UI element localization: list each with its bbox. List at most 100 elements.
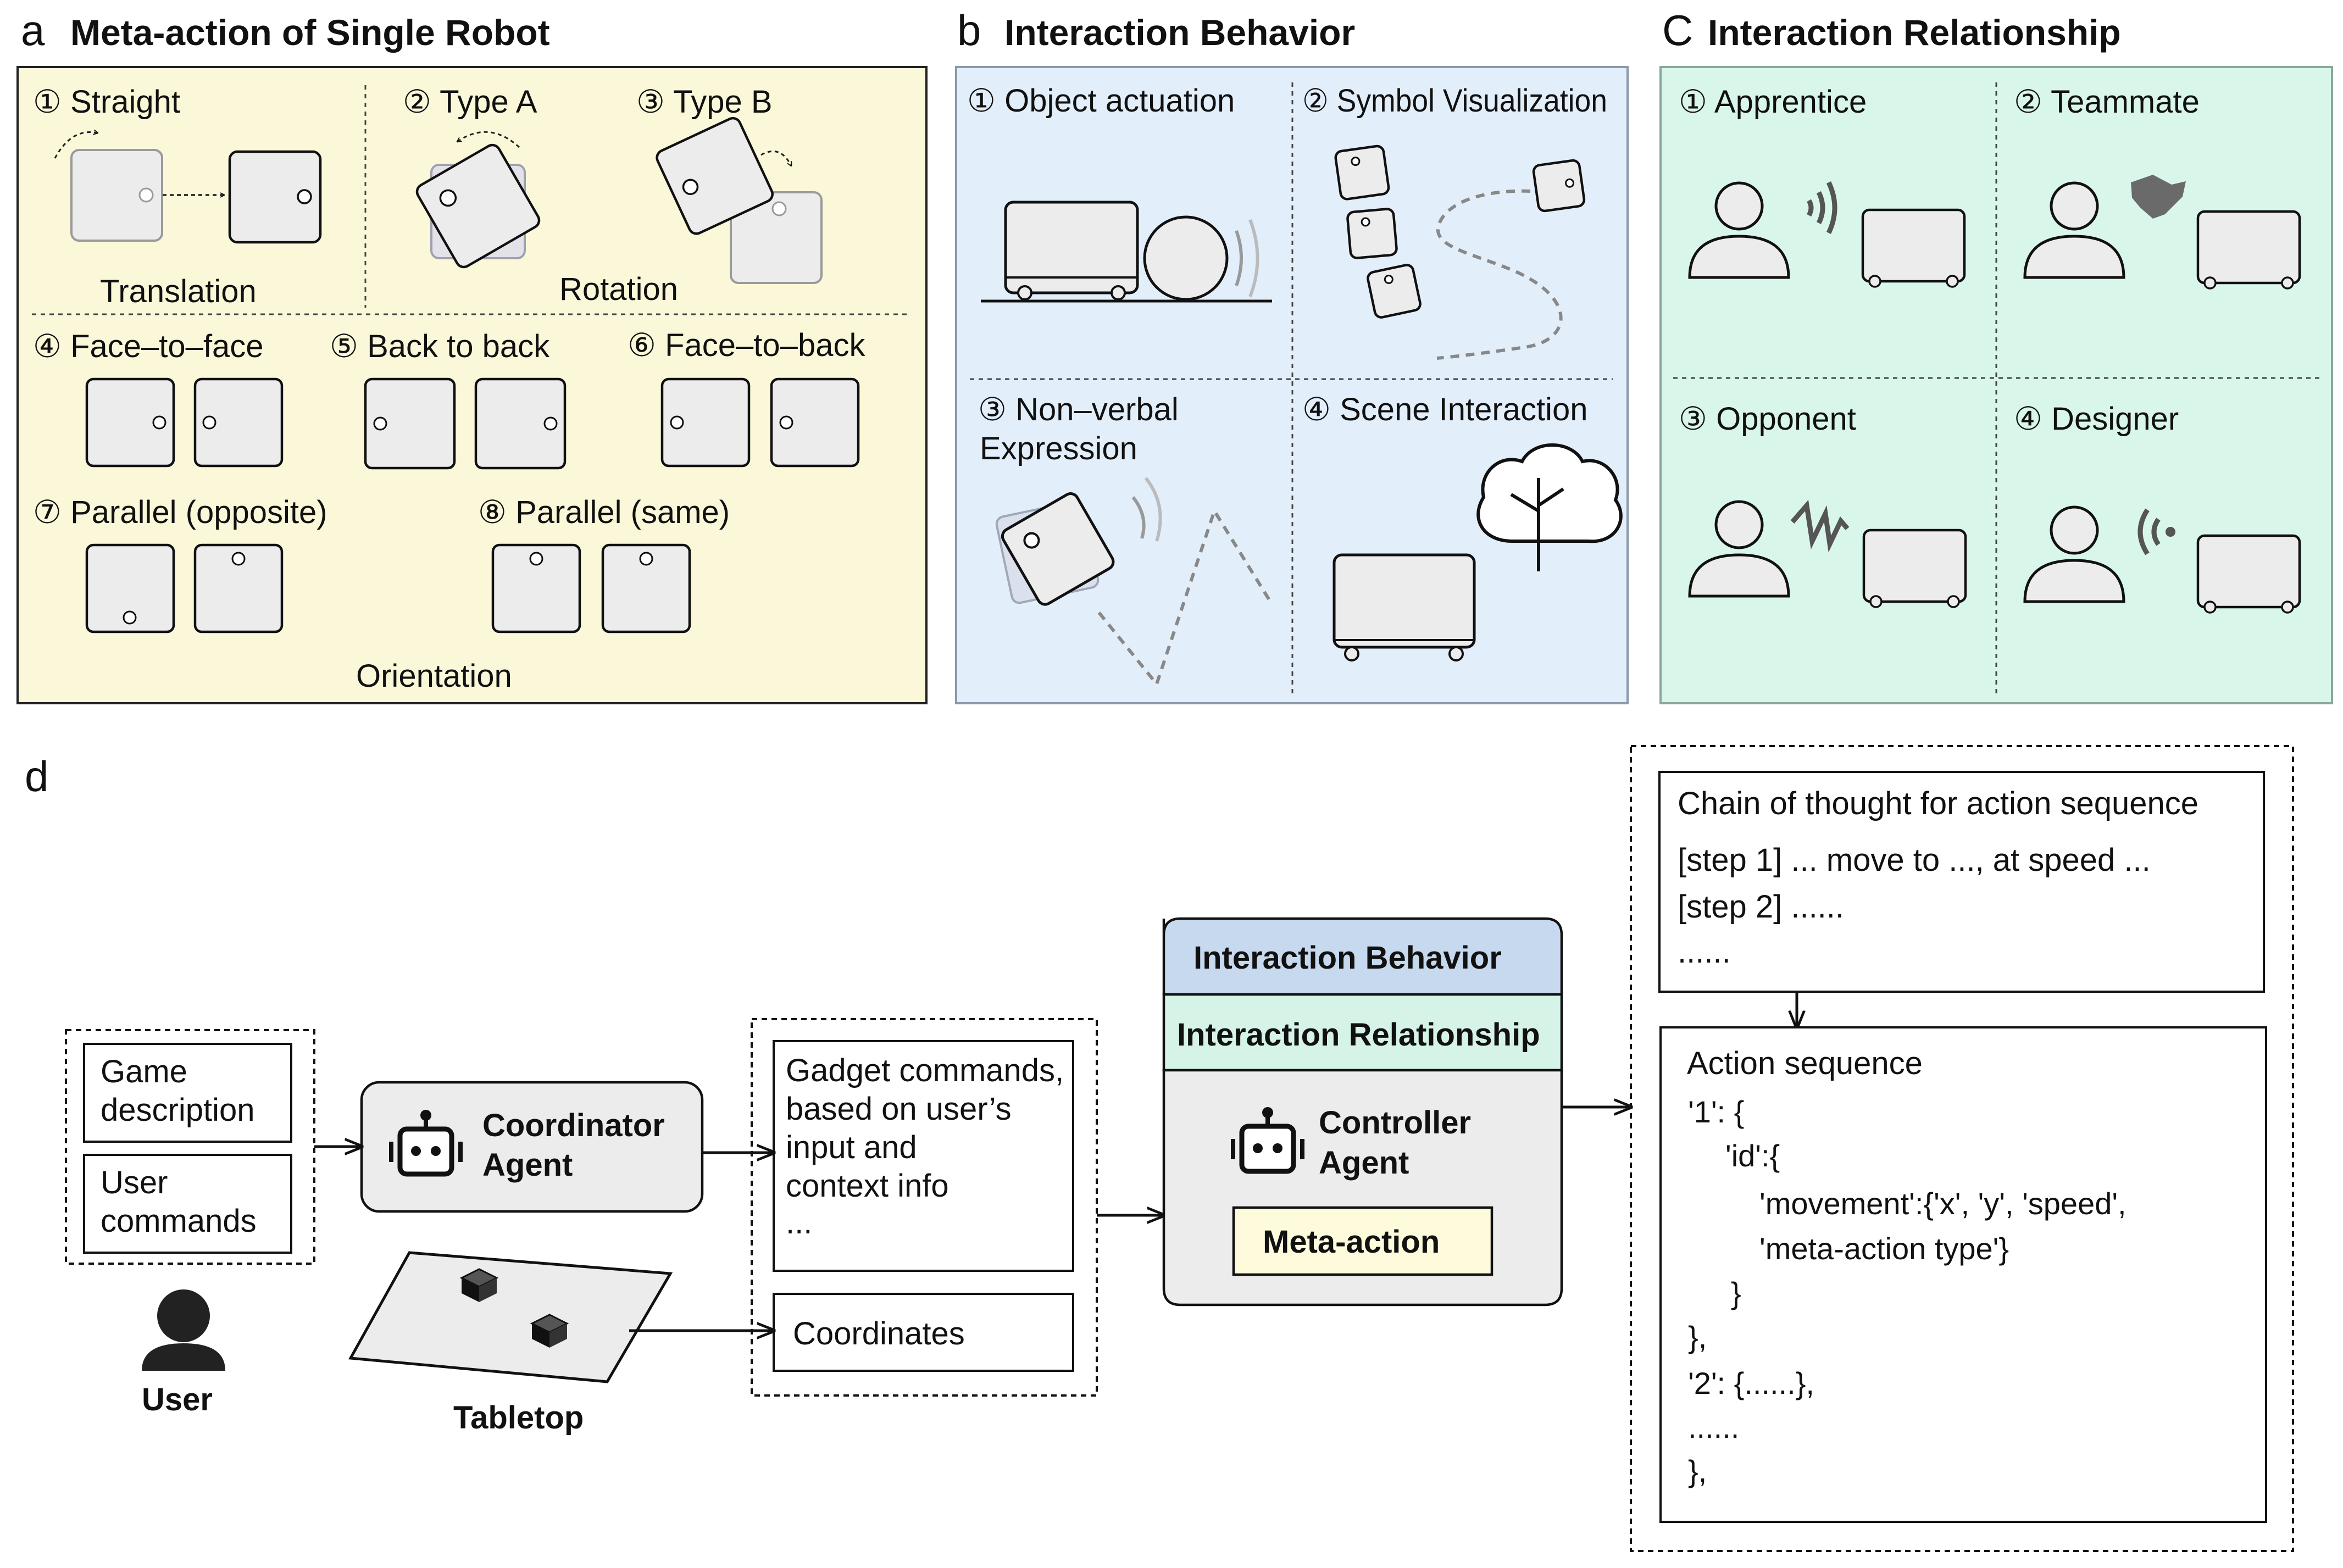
- interaction-behavior-label: Interaction Behavior: [1193, 940, 1502, 976]
- robot-pair-parallel-opposite: [85, 543, 284, 633]
- user-label: User: [142, 1382, 213, 1417]
- teammate-icon: [2023, 175, 2301, 290]
- robot-gesture-icon: [995, 477, 1274, 688]
- label-face-to-back: ⑥ Face–to–back: [628, 327, 865, 363]
- label-translation: Translation: [100, 274, 257, 309]
- apprentice-icon: [1688, 181, 1966, 288]
- panel-c: C Interaction Relationship ① Apprentice …: [1659, 6, 2333, 704]
- tabletop-label: Tabletop: [453, 1400, 584, 1436]
- robot-icon: [389, 1110, 463, 1177]
- straight-robot: [228, 150, 322, 244]
- panel-b: b Interaction Behavior ① Object actuatio…: [955, 6, 1629, 704]
- user-icon: [142, 1289, 225, 1371]
- game-description-line2: description: [101, 1092, 254, 1128]
- panel-b-letter: b: [957, 6, 981, 54]
- gadget-commands-line4: context info: [786, 1168, 949, 1204]
- action-line: '2': {......},: [1688, 1366, 1814, 1400]
- robot-and-tree-icon: [1332, 443, 1623, 661]
- robot-pair-back-to-back: [364, 377, 567, 470]
- action-line: 'movement':{'x', 'y', 'speed',: [1759, 1186, 2127, 1221]
- type-b-robot: [656, 116, 774, 235]
- action-line: },: [1688, 1320, 1707, 1354]
- designer-icon: [2023, 505, 2301, 614]
- robot-pair-face-to-back: [660, 377, 860, 468]
- controller-agent-line2: Agent: [1319, 1145, 1409, 1181]
- label-designer: ④ Designer: [2014, 401, 2179, 437]
- robot-pair-parallel-same: [491, 543, 691, 633]
- panel-c-title: Interaction Relationship: [1708, 12, 2121, 53]
- coordinator-output-group: [751, 1018, 1098, 1397]
- coordinates-label: Coordinates: [793, 1316, 965, 1352]
- user-commands-line2: commands: [101, 1203, 257, 1239]
- type-a-robot: [415, 143, 541, 269]
- label-rotation: Rotation: [559, 271, 678, 307]
- robot-icon: [1231, 1107, 1304, 1174]
- type-b-robot-ghost: [730, 191, 823, 284]
- label-apprentice: ① Apprentice: [1679, 84, 1867, 120]
- interaction-relationship-header: [1162, 993, 1563, 1072]
- panel-a-title: Meta-action of Single Robot: [70, 12, 550, 53]
- label-scene-interaction: ④ Scene Interaction: [1302, 392, 1588, 427]
- coordinates-box: [773, 1293, 1074, 1372]
- label-nonverbal-line1: ③ Non–verbal: [978, 392, 1179, 427]
- meta-action-label: Meta-action: [1263, 1224, 1440, 1260]
- panel-d-letter: d: [25, 752, 48, 800]
- cot-step2: [step 2] ......: [1678, 889, 1844, 925]
- gadget-commands-line2: based on user’s: [786, 1091, 1012, 1127]
- label-nonverbal-line2: Expression: [980, 431, 1137, 466]
- interaction-relationship-label: Interaction Relationship: [1177, 1017, 1540, 1053]
- label-parallel-opposite: ⑦ Parallel (opposite): [33, 494, 327, 530]
- symbol-path-icon: [1334, 144, 1586, 360]
- action-line: },: [1688, 1454, 1707, 1488]
- action-sequence-title: Action sequence: [1687, 1046, 1923, 1081]
- straight-curve-arrow: [54, 132, 98, 159]
- game-description-line1: Game: [101, 1054, 187, 1089]
- panel-b-title: Interaction Behavior: [1004, 12, 1355, 53]
- chain-of-thought-box: [1658, 771, 2265, 993]
- opponent-icon: [1688, 499, 1967, 608]
- game-description-box: [83, 1043, 292, 1143]
- action-line: 'id':{: [1725, 1138, 1780, 1173]
- cot-more: ......: [1678, 934, 1731, 970]
- controller-output-group: [1630, 745, 2294, 1552]
- straight-robot-ghost: [70, 149, 163, 242]
- gadget-commands-line1: Gadget commands,: [786, 1053, 1064, 1088]
- gadget-commands-line5: ...: [786, 1205, 812, 1241]
- label-type-a: ② Type A: [403, 84, 537, 120]
- meta-action-box: [1232, 1206, 1493, 1276]
- robot-pushing-ball-icon: [981, 201, 1272, 303]
- panel-a-letter: a: [21, 6, 45, 54]
- coordinator-agent-line2: Agent: [482, 1147, 573, 1183]
- label-type-b: ③ Type B: [636, 84, 773, 120]
- panel-c-letter: C: [1662, 6, 1693, 54]
- panel-a: a Meta-action of Single Robot ① Straight…: [16, 6, 928, 704]
- action-line: ......: [1688, 1410, 1739, 1444]
- label-face-to-face: ④ Face–to–face: [33, 329, 264, 364]
- robot-pair-face-to-face: [85, 377, 284, 468]
- label-opponent: ③ Opponent: [1679, 401, 1856, 437]
- label-back-to-back: ⑤ Back to back: [330, 329, 550, 364]
- controller-agent-line1: Controller: [1319, 1105, 1471, 1141]
- action-sequence-box: [1659, 1026, 2267, 1523]
- label-orientation: Orientation: [356, 658, 512, 694]
- user-commands-box: [83, 1154, 292, 1254]
- action-line: 'meta-action type'}: [1759, 1231, 2009, 1266]
- label-symbol-visualization: ② Symbol Visualization: [1302, 83, 1607, 119]
- cot-title: Chain of thought for action sequence: [1678, 786, 2198, 821]
- rotation-arrow: [760, 150, 792, 166]
- user-commands-line1: User: [101, 1165, 168, 1200]
- coordinator-agent-line1: Coordinator: [482, 1108, 665, 1143]
- label-straight: ① Straight: [33, 84, 180, 120]
- action-line: '1': {: [1688, 1094, 1744, 1129]
- tabletop-icon: [348, 1251, 673, 1383]
- label-parallel-same: ⑧ Parallel (same): [478, 494, 730, 530]
- action-line: }: [1731, 1276, 1741, 1310]
- cot-step1: [step 1] ... move to ..., at speed ...: [1678, 842, 2151, 878]
- interaction-behavior-header: [1162, 917, 1563, 996]
- label-teammate: ② Teammate: [2014, 84, 2200, 120]
- gadget-commands-line3: input and: [786, 1130, 917, 1165]
- panel-d: d Game description User commands User: [25, 745, 2294, 1552]
- inputs-group: [65, 1029, 315, 1265]
- rotation-arrow: [457, 131, 520, 148]
- handshake-icon: [2131, 175, 2186, 219]
